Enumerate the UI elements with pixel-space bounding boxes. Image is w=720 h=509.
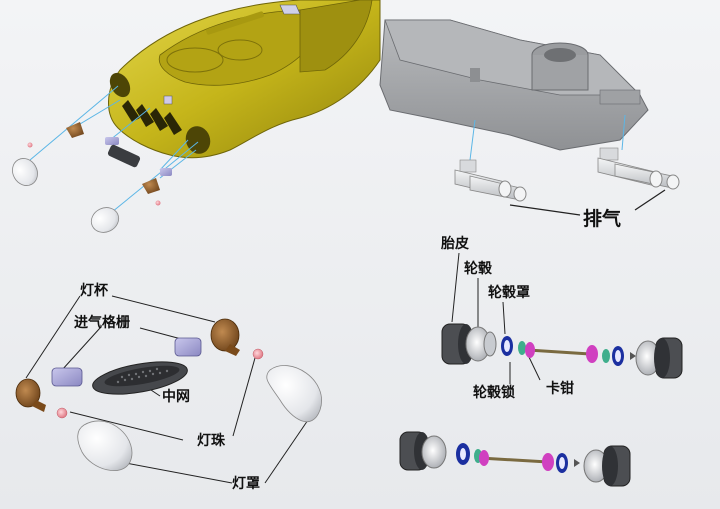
label-hub-lock: 轮毂锁 xyxy=(473,385,515,401)
label-tire: 胎皮 xyxy=(441,236,469,252)
label-intake-grille: 进气格栅 xyxy=(74,315,130,331)
chassis xyxy=(379,19,649,151)
car-body xyxy=(108,0,381,159)
lamp-assembly xyxy=(15,295,322,484)
label-hub-cover: 轮毂罩 xyxy=(488,285,530,301)
label-hub: 轮毂 xyxy=(464,261,492,277)
wheel-assembly-upper xyxy=(441,252,683,384)
label-lamp-cover: 灯罩 xyxy=(232,476,260,492)
label-lamp-bead: 灯珠 xyxy=(197,433,225,449)
label-exhaust: 排气 xyxy=(583,208,622,230)
exhaust-pipes xyxy=(454,114,680,216)
wheel-assembly-lower xyxy=(399,431,631,487)
label-center-mesh: 中网 xyxy=(162,389,190,405)
car-headlamp-parts xyxy=(12,85,199,233)
label-lamp-cup: 灯杯 xyxy=(80,283,108,299)
label-clip: 卡钳 xyxy=(546,381,574,397)
